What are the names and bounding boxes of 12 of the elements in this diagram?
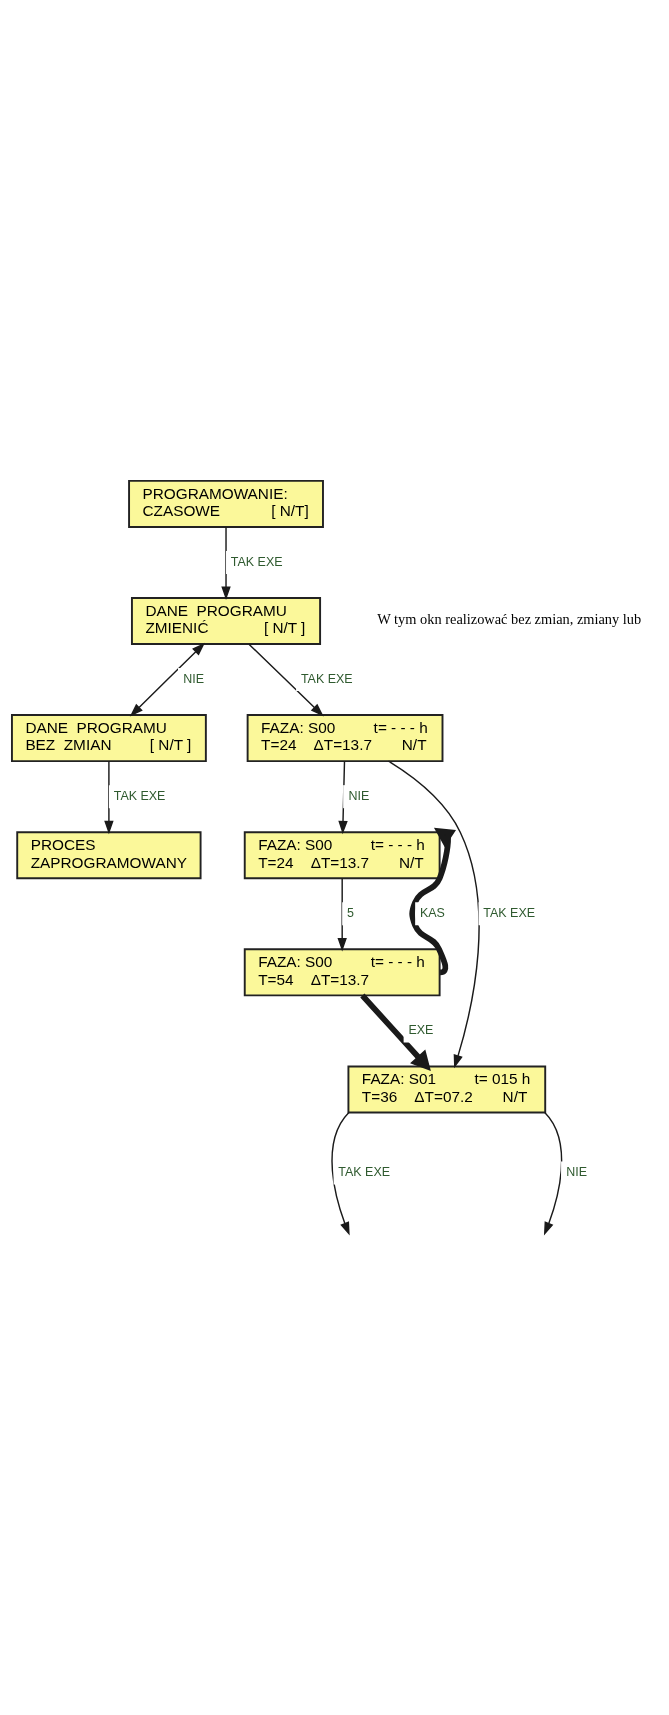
edge-label: EXE bbox=[408, 1023, 434, 1038]
edge-label: NIE bbox=[566, 1165, 588, 1180]
edge-label: TAK EXE bbox=[113, 788, 166, 803]
edge-label: KAS bbox=[419, 906, 445, 921]
edge-label: TAK EXE bbox=[338, 1165, 391, 1180]
edge-label: TAK EXE bbox=[483, 906, 536, 921]
edge-label: NIE bbox=[183, 671, 205, 686]
edge-label: NIE bbox=[348, 788, 370, 803]
edge-label: TAK EXE bbox=[300, 671, 353, 686]
edge-label: TAK EXE bbox=[230, 554, 283, 569]
edge-label: 5 bbox=[346, 906, 354, 921]
label: W tym okn realizować bez zmian, zmiany lub bbox=[377, 611, 642, 628]
